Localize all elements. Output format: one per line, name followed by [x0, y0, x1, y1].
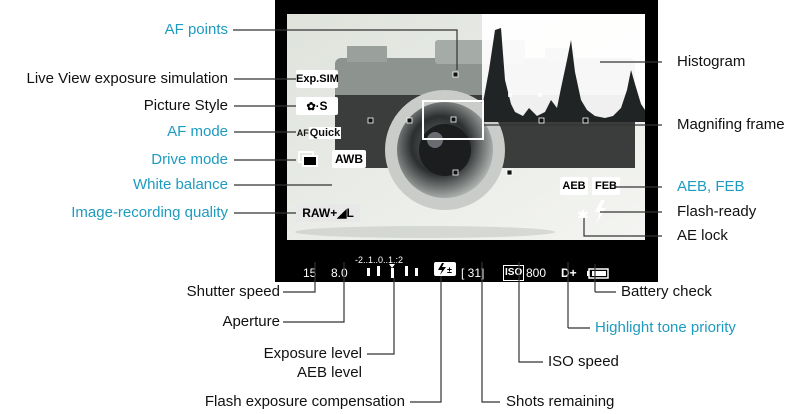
exp-sim-icon: Exp.SIM: [296, 70, 339, 88]
flash-comp-svg: ±: [438, 263, 452, 275]
label-magnifying-frame: Magnifing frame: [677, 116, 785, 133]
label-white-balance: White balance: [132, 176, 228, 193]
af-mode-prefix: AF: [296, 128, 309, 138]
exposure-level-scale: -2..1..0..1.:2: [355, 254, 431, 280]
label-battery-check: Battery check: [621, 283, 712, 300]
shots-remaining-value: [ 31]: [461, 266, 485, 280]
label-drive-mode: Drive mode: [151, 151, 228, 168]
drive-mode-icon: [298, 150, 322, 168]
label-flash-comp: Flash exposure compensation: [204, 393, 405, 410]
aeb-icon: AEB: [560, 177, 588, 195]
feb-icon: FEB: [592, 177, 620, 195]
label-shots-remaining: Shots remaining: [506, 393, 615, 410]
label-aeb-feb: AEB, FEB: [677, 178, 745, 195]
live-view-image: ✱: [287, 14, 645, 240]
image-quality-icon: RAW+◢L: [296, 204, 360, 222]
battery-svg: [587, 268, 609, 279]
label-exposure-level: Exposure level: [263, 345, 362, 362]
battery-icon: [587, 266, 609, 279]
lcd-screen: ✱ Exp.SIM ✿·S AFQuick AWB RAW+◢L AEB FEB…: [275, 0, 658, 282]
label-picture-style: Picture Style: [143, 97, 228, 114]
iso-value: 800: [526, 266, 547, 280]
white-balance-icon: AWB: [332, 150, 366, 168]
label-highlight-tone: Highlight tone priority: [595, 319, 736, 336]
af-mode-value: Quick: [308, 127, 342, 139]
ae-lock-icon: ✱: [577, 208, 589, 224]
exposure-scale-text: -2..1..0..1.:2: [355, 255, 403, 265]
picture-style-star-icon: ✿·: [306, 101, 320, 113]
label-af-points: AF points: [164, 21, 228, 38]
picture-style-letter: S: [319, 99, 328, 113]
label-af-mode: AF mode: [167, 123, 228, 140]
svg-text:±: ±: [447, 265, 452, 275]
d-plus-indicator: D+: [561, 266, 577, 280]
label-shutter-speed: Shutter speed: [186, 283, 280, 300]
label-aeb-level: AEB level: [296, 364, 362, 381]
label-flash-ready: Flash-ready: [677, 203, 757, 220]
magnifying-frame-box: [422, 100, 484, 140]
drive-mode-svg: [298, 151, 318, 167]
image-quality-size: L: [346, 206, 354, 220]
shutter-speed-value: 15: [303, 266, 317, 280]
label-iso-speed: ISO speed: [548, 353, 619, 370]
image-quality-size-icon: ◢: [337, 206, 347, 220]
af-points: [367, 71, 589, 176]
label-histogram: Histogram: [677, 53, 746, 70]
exposure-scale-svg: -2..1..0..1.:2: [355, 255, 418, 278]
iso-badge: ISO: [503, 265, 525, 281]
label-ae-lock: AE lock: [677, 227, 728, 244]
image-quality-raw: RAW+: [302, 206, 338, 220]
label-exposure-simulation: Live View exposure simulation: [26, 70, 229, 87]
picture-style-icon: ✿·S: [296, 97, 338, 115]
label-image-quality: Image-recording quality: [71, 204, 228, 221]
flash-comp-icon: ±: [434, 262, 456, 276]
af-mode-icon: AFQuick: [296, 124, 342, 142]
histogram-display: [482, 14, 645, 122]
label-aperture: Aperture: [222, 313, 280, 330]
